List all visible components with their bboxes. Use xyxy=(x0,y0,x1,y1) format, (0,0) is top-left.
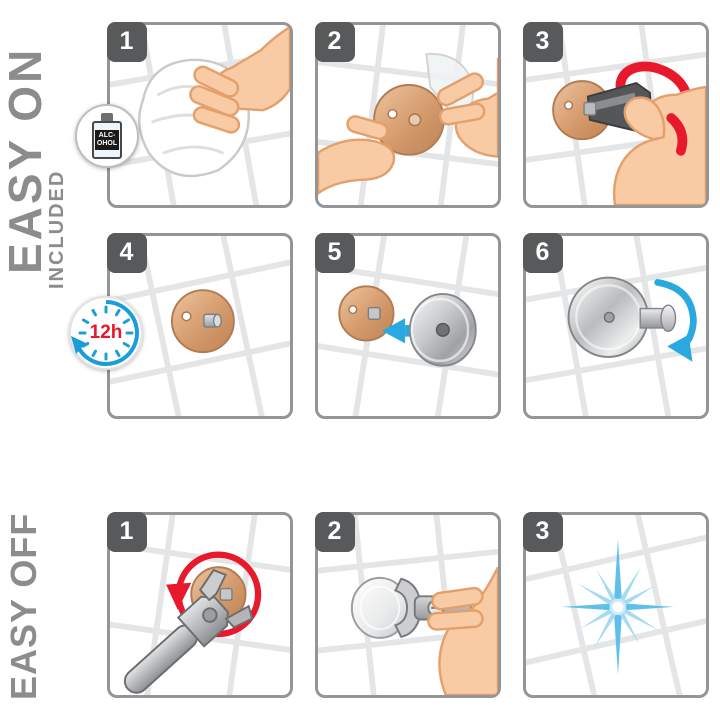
step-number-badge: 4 xyxy=(106,232,147,273)
panel-easy-on-step-5: 5 xyxy=(314,232,501,419)
hand-icon xyxy=(427,566,498,695)
bottle-cap xyxy=(101,113,113,122)
panel-easy-on-step-6: 6 xyxy=(522,232,709,419)
left-hand-icon xyxy=(318,115,396,195)
hand-icon xyxy=(612,85,706,205)
alcohol-label: ALC-OHOL xyxy=(95,129,119,151)
wall-hook-icon xyxy=(567,276,677,358)
step-number-badge: 3 xyxy=(522,511,563,552)
step-number-badge: 1 xyxy=(106,511,147,552)
alcohol-bottle-icon: ALC-OHOL xyxy=(92,113,122,159)
included-label: INCLUDED xyxy=(46,169,68,289)
panel-easy-on-step-4: 4 xyxy=(106,232,293,419)
adhesive-disc-icon xyxy=(170,289,235,354)
hand-icon xyxy=(189,25,290,134)
sparkle-icon xyxy=(561,539,675,675)
wait-12h-badge: 12h xyxy=(69,296,143,370)
step-number-badge: 5 xyxy=(314,232,355,273)
wait-time-label: 12h xyxy=(89,322,123,343)
step-number-badge: 3 xyxy=(522,21,563,62)
scene-wipe-tiles-icon xyxy=(110,25,290,205)
scene-peel-film-icon xyxy=(318,25,498,205)
step-number-badge: 2 xyxy=(314,511,355,552)
rotate-arrow-icon xyxy=(654,279,697,362)
clock-icon xyxy=(71,300,139,366)
chrome-plate-icon xyxy=(408,293,477,367)
step-number-badge: 6 xyxy=(522,232,563,273)
scene-twist-hook-icon xyxy=(526,236,706,416)
panel-easy-off-step-3: 3 xyxy=(522,511,709,698)
wrench-icon xyxy=(123,568,254,694)
step-number-badge: 1 xyxy=(106,21,147,62)
alcohol-badge: ALC-OHOL xyxy=(75,104,139,168)
scene-press-tool-icon xyxy=(526,25,706,205)
mounting-pin-icon xyxy=(203,313,223,328)
adhesive-disc-icon xyxy=(373,84,445,156)
easy-off-label: EASY OFF xyxy=(3,512,44,700)
panel-easy-on-step-3: 3 xyxy=(522,21,709,208)
step-number-badge: 2 xyxy=(314,21,355,62)
scene-attach-plate-icon xyxy=(318,236,498,416)
bottle-body: ALC-OHOL xyxy=(92,121,122,159)
right-hand-icon xyxy=(436,57,498,158)
panel-easy-on-step-2: 2 xyxy=(314,21,501,208)
scene-removal-tool-icon xyxy=(318,515,498,695)
panel-easy-off-step-2: 2 xyxy=(314,511,501,698)
red-handle-front-icon xyxy=(666,113,688,156)
panel-easy-on-step-1: 1 xyxy=(106,21,293,208)
panel-easy-off-step-1: 1 xyxy=(106,511,293,698)
adhesive-disc-icon xyxy=(338,285,395,342)
